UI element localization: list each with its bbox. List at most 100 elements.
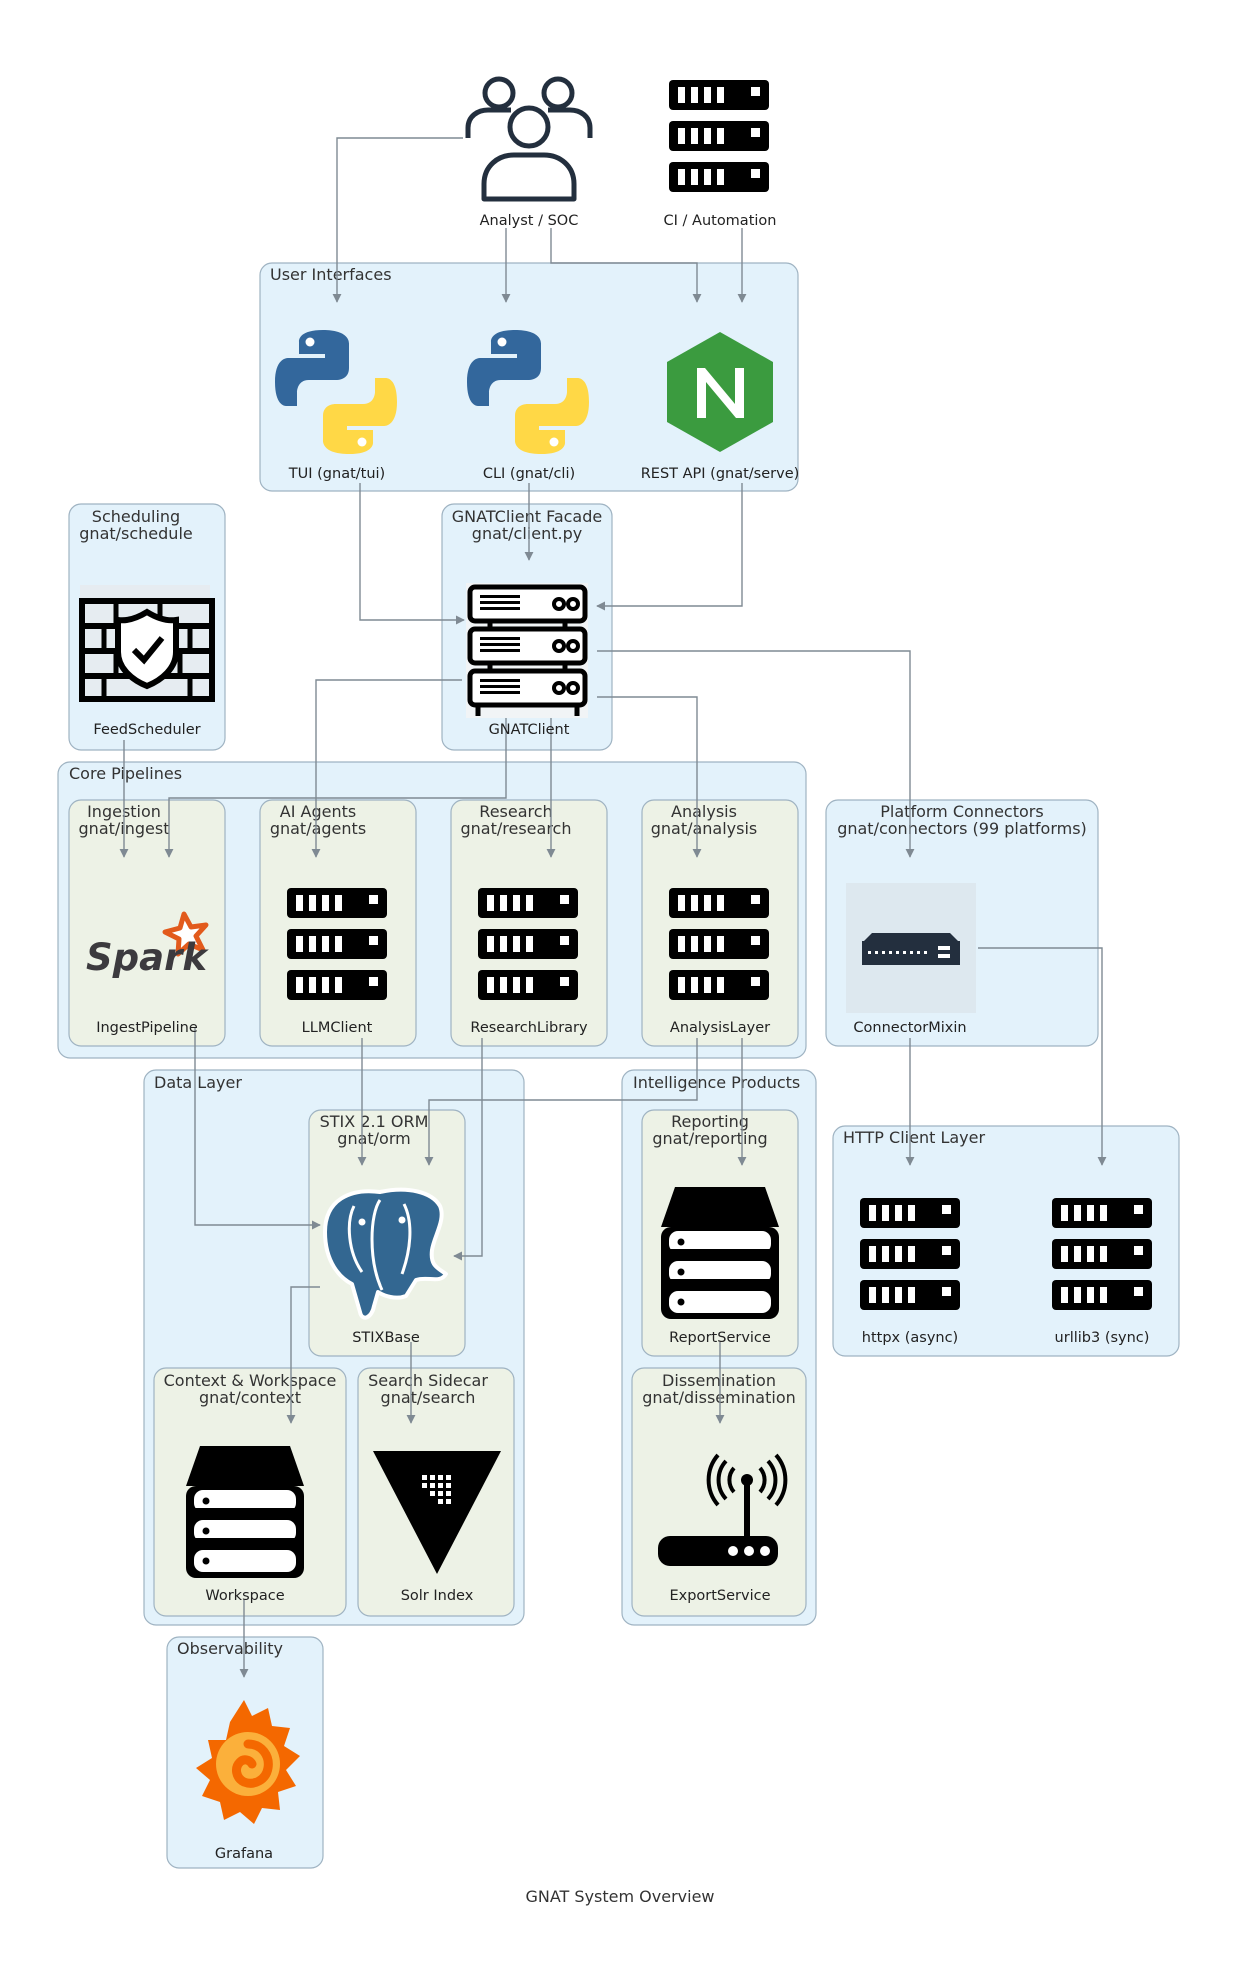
storage-stack-icon <box>186 1446 304 1578</box>
svg-text:gnat/search: gnat/search <box>381 1388 476 1407</box>
server-rack-icon <box>669 888 769 1000</box>
svg-text:Context & Workspace: Context & Workspace <box>164 1371 337 1390</box>
node-solr-index: Solr Index <box>373 1451 501 1604</box>
cluster-ai-agents: AI Agents gnat/agents <box>259 799 417 1047</box>
svg-text:AI Agents: AI Agents <box>280 802 356 821</box>
svg-text:Scheduling: Scheduling <box>92 507 180 526</box>
svg-text:User Interfaces: User Interfaces <box>270 265 392 284</box>
cli-label: CLI (gnat/cli) <box>483 466 575 482</box>
node-report-service: ReportService <box>661 1187 779 1346</box>
edge-client-to-connector <box>597 650 915 858</box>
svg-text:gnat/agents: gnat/agents <box>270 819 366 838</box>
svg-text:gnat/connectors (99 platforms: gnat/connectors (99 platforms) <box>837 819 1087 838</box>
svg-text:gnat/client.py: gnat/client.py <box>472 524 582 543</box>
svg-text:Platform Connectors: Platform Connectors <box>880 802 1043 821</box>
analysis-label: AnalysisLayer <box>670 1020 770 1036</box>
node-analyst-soc: Analyst / SOC <box>465 76 593 229</box>
svg-text:gnat/analysis: gnat/analysis <box>651 819 758 838</box>
httpx-label: httpx (async) <box>862 1330 958 1346</box>
svg-text:Analysis: Analysis <box>671 802 737 821</box>
firewall-shield-icon <box>79 585 215 702</box>
node-workspace: Workspace <box>186 1446 304 1604</box>
node-urllib3: urllib3 (sync) <box>1052 1198 1152 1346</box>
vault-triangle-icon <box>373 1451 501 1574</box>
svg-text:Intelligence Products: Intelligence Products <box>633 1073 800 1092</box>
stix-label: STIXBase <box>352 1330 420 1346</box>
node-httpx: httpx (async) <box>860 1198 960 1346</box>
svg-text:Reporting: Reporting <box>671 1112 749 1131</box>
urllib-label: urllib3 (sync) <box>1055 1330 1150 1346</box>
node-stixbase: STIXBase <box>323 1187 448 1346</box>
svg-text:Research: Research <box>479 802 552 821</box>
storage-stack-icon <box>661 1187 779 1319</box>
solr-label: Solr Index <box>401 1588 474 1604</box>
svg-text:GNATClient Facade: GNATClient Facade <box>452 507 602 526</box>
grafana-logo-icon <box>196 1700 300 1824</box>
spark-logo-icon: Spark <box>86 911 209 979</box>
node-rest-api: REST API (gnat/serve) <box>641 332 800 482</box>
rest-label: REST API (gnat/serve) <box>641 466 800 482</box>
connector-label: ConnectorMixin <box>853 1020 966 1036</box>
feed-label: FeedScheduler <box>93 722 200 738</box>
node-connector-mixin: ConnectorMixin <box>846 883 976 1036</box>
node-tui: TUI (gnat/tui) <box>275 330 397 482</box>
gnatclient-label: GNATClient <box>489 722 570 738</box>
svg-text:HTTP Client Layer: HTTP Client Layer <box>843 1128 985 1147</box>
node-export-service: ExportService <box>658 1453 788 1604</box>
users-icon <box>465 76 593 202</box>
svg-text:Data Layer: Data Layer <box>154 1073 242 1092</box>
svg-text:gnat/dissemination: gnat/dissemination <box>642 1388 796 1407</box>
cluster-analysis: Analysis gnat/analysis <box>641 799 799 1047</box>
node-research-library: ResearchLibrary <box>470 888 588 1036</box>
node-llmclient: LLMClient <box>287 888 387 1036</box>
tui-label: TUI (gnat/tui) <box>288 466 385 482</box>
cluster-ingestion: Ingestion gnat/ingest <box>68 799 226 1047</box>
server-stack-icon <box>466 583 588 718</box>
report-label: ReportService <box>669 1330 771 1346</box>
edge-library-to-stix <box>453 1038 483 1261</box>
node-grafana: Grafana <box>196 1700 300 1862</box>
svg-text:Observability: Observability <box>177 1639 283 1658</box>
postgresql-logo-icon <box>323 1187 448 1320</box>
server-rack-icon <box>860 1198 960 1310</box>
cluster-core-pipelines: Core Pipelines <box>57 761 807 1059</box>
server-rack-icon <box>1052 1198 1152 1310</box>
edge-stix-to-workspace <box>286 1286 320 1424</box>
edge-connector-to-urllib <box>978 947 1107 1166</box>
edge-ingest-to-stix <box>194 1028 321 1230</box>
wireless-router-icon <box>658 1453 788 1566</box>
server-rack-icon <box>478 888 578 1000</box>
diagram-title: GNAT System Overview <box>525 1887 714 1906</box>
nginx-logo-icon <box>667 332 773 452</box>
svg-text:gnat/research: gnat/research <box>461 819 572 838</box>
edge-client-to-llm <box>311 679 462 858</box>
edge-client-to-ingest <box>164 718 507 858</box>
node-analysis-layer: AnalysisLayer <box>669 888 770 1036</box>
export-label: ExportService <box>669 1588 770 1604</box>
server-rack-icon <box>287 888 387 1000</box>
svg-text:gnat/schedule: gnat/schedule <box>79 524 192 543</box>
llm-label: LLMClient <box>302 1020 373 1036</box>
svg-text:gnat/orm: gnat/orm <box>337 1129 410 1148</box>
node-ci-automation: CI / Automation <box>664 80 777 229</box>
network-switch-icon <box>846 883 976 1013</box>
edges <box>119 137 1107 1678</box>
ingest-label: IngestPipeline <box>96 1020 198 1036</box>
svg-text:gnat/reporting: gnat/reporting <box>652 1129 767 1148</box>
spark-wordmark: Spark <box>86 936 209 979</box>
ci-label: CI / Automation <box>664 213 777 229</box>
edge-tui-to-client <box>359 483 465 625</box>
cluster-research: Research gnat/research <box>450 799 608 1047</box>
svg-text:STIX 2.1 ORM: STIX 2.1 ORM <box>320 1112 429 1131</box>
grafana-label: Grafana <box>215 1846 273 1862</box>
edge-rest-to-client <box>596 483 743 611</box>
edge-analyst-to-tui <box>332 137 463 303</box>
analyst-label: Analyst / SOC <box>480 213 579 229</box>
server-rack-icon <box>669 80 769 192</box>
edge-client-to-analysis <box>597 696 702 858</box>
svg-text:gnat/context: gnat/context <box>199 1388 301 1407</box>
edge-analyst-to-rest <box>550 228 702 303</box>
node-feed-scheduler: FeedScheduler <box>79 585 215 738</box>
node-cli: CLI (gnat/cli) <box>467 330 589 482</box>
